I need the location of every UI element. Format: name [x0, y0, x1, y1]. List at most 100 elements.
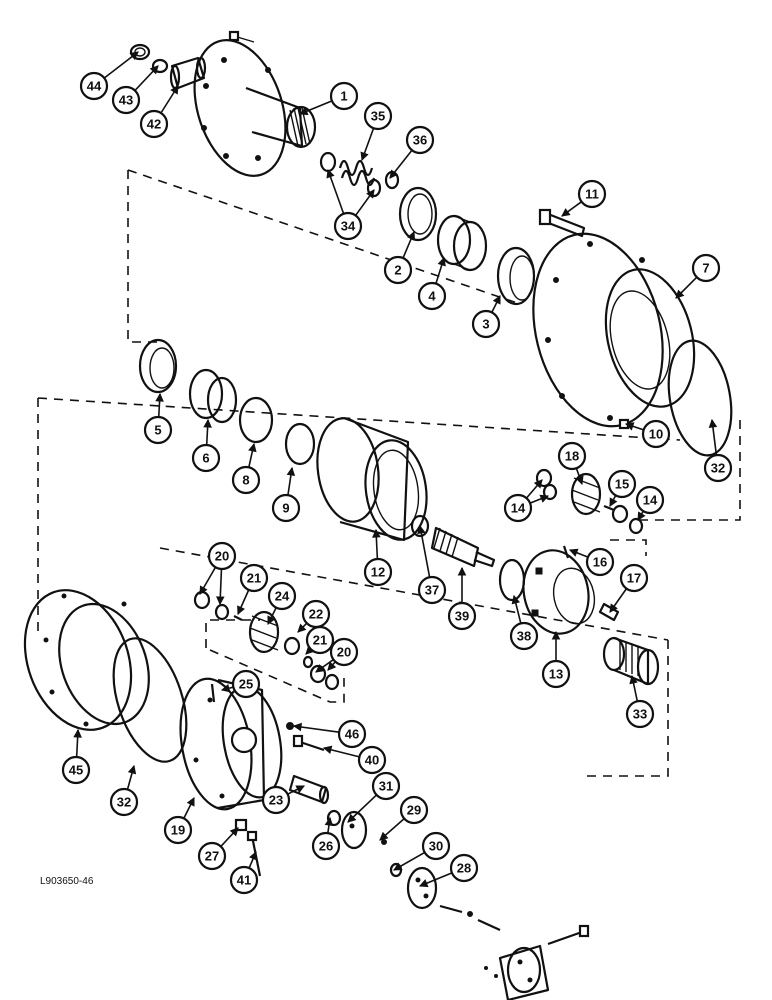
arrowhead-c27 [229, 827, 239, 837]
part-46-ball [286, 722, 294, 730]
callout-label-c28: 28 [457, 861, 471, 876]
callout-circle-c18 [557, 441, 587, 471]
arrowhead-c16 [568, 548, 579, 557]
callout-circle-c15 [607, 469, 637, 499]
callout-label-c22: 22 [309, 607, 323, 622]
callout-circle-c21b [305, 625, 335, 655]
callout-circle-c45 [61, 755, 91, 785]
arrowhead-c46 [292, 722, 303, 732]
part-small-pins [439, 904, 590, 978]
arrowhead-c10 [624, 422, 635, 431]
arrowhead-c36 [389, 169, 399, 179]
arrowhead-c31 [347, 813, 357, 823]
arrowhead-c20b [216, 596, 225, 606]
callout-circle-c17 [619, 563, 649, 593]
callout-label-c21: 21 [247, 571, 261, 586]
arrowhead-c39 [457, 566, 467, 576]
callout-circle-c32b [109, 787, 139, 817]
callout-circle-c11 [577, 179, 607, 209]
arrowhead-c35 [360, 151, 369, 162]
callout-label-c36: 36 [413, 133, 427, 148]
callout-label-c42: 42 [147, 117, 161, 132]
callout-circle-c3 [471, 309, 501, 339]
part-43-washer [151, 58, 169, 74]
part-11-bolt [538, 208, 586, 238]
part-45-ring-housing [23, 589, 150, 731]
callout-label-c23: 23 [269, 793, 283, 808]
callout-label-c1: 1 [340, 89, 347, 104]
callout-circle-c23 [261, 785, 291, 815]
callout-label-c14: 14 [511, 501, 526, 516]
callout-label-c15: 15 [615, 477, 629, 492]
arrowhead-c44 [129, 51, 139, 60]
callout-label-c21b: 21 [313, 633, 327, 648]
callout-circle-c40 [357, 745, 387, 775]
callout-label-c26: 26 [319, 839, 333, 854]
part-27-plug [234, 818, 248, 832]
callout-circle-c31 [371, 771, 401, 801]
arrowhead-c34 [326, 168, 335, 179]
part-28-plate [406, 866, 438, 910]
arrowhead-c20 [199, 585, 208, 595]
arrowhead-c20c [327, 661, 337, 671]
part-7-housing [532, 232, 696, 428]
arrowhead-c22 [297, 623, 307, 633]
callout-circle-c30 [421, 831, 451, 861]
callout-circle-c28 [449, 853, 479, 883]
part-1-hub-flange [193, 39, 317, 177]
callout-circle-c5 [143, 415, 173, 445]
callout-label-c18: 18 [565, 449, 579, 464]
arrowhead-c14b [539, 494, 550, 503]
arrowhead-c8 [248, 442, 257, 453]
arrowhead-c14c [637, 511, 646, 521]
part-18-planet-gear [570, 472, 602, 516]
arrowhead-c14 [533, 479, 543, 489]
callout-label-c30: 30 [429, 839, 443, 854]
part-38-thrust-washer [498, 558, 526, 602]
part-21-pin [233, 615, 314, 669]
part-32-o-ring-upper [667, 339, 733, 457]
callout-circle-c20 [207, 541, 237, 571]
arrowhead-c21 [237, 605, 245, 616]
part-42-bushing [169, 56, 207, 90]
leader-line-c46 [293, 725, 340, 734]
callout-label-c24: 24 [275, 589, 290, 604]
callout-circle-c4 [417, 281, 447, 311]
part-25-pin [210, 683, 216, 703]
callout-label-c2: 2 [394, 263, 401, 278]
arrowhead-c2 [407, 230, 416, 241]
callout-circle-c35 [363, 101, 393, 131]
part-14-washers [535, 468, 644, 535]
callout-label-c34: 34 [341, 219, 356, 234]
arrowhead-c37 [417, 524, 426, 535]
callout-circle-c46 [337, 719, 367, 749]
part-31-rotor [340, 810, 368, 850]
callout-label-c10: 10 [649, 427, 663, 442]
part-44-snap-ring [129, 43, 151, 61]
callout-circle-c37 [417, 575, 447, 605]
callout-label-c38: 38 [517, 629, 531, 644]
callout-label-c32: 32 [711, 461, 725, 476]
callout-circle-c12 [363, 557, 393, 587]
callout-label-c33: 33 [633, 707, 647, 722]
callout-label-c16: 16 [593, 555, 607, 570]
arrowhead-c26 [324, 816, 334, 827]
part-26-o-ring [326, 809, 342, 827]
arrowhead-c5 [155, 392, 164, 402]
part-15-pin [603, 504, 615, 512]
callout-circle-c39 [447, 601, 477, 631]
part-24-planet-gear [248, 610, 280, 654]
callout-circle-c42 [139, 109, 169, 139]
part-23-shaft [288, 774, 330, 805]
callout-circle-c20c [329, 637, 359, 667]
callout-label-c27: 27 [205, 849, 219, 864]
arrowhead-c40 [322, 745, 333, 754]
callout-circle-c29 [399, 795, 429, 825]
part-22-washer [283, 636, 301, 656]
arrowhead-c33 [629, 674, 638, 685]
arrowhead-c38 [511, 594, 520, 605]
part-35-spring [338, 159, 376, 187]
arrowhead-c34b [366, 189, 375, 199]
callout-label-c25: 25 [239, 677, 253, 692]
arrowhead-c6 [203, 418, 212, 428]
